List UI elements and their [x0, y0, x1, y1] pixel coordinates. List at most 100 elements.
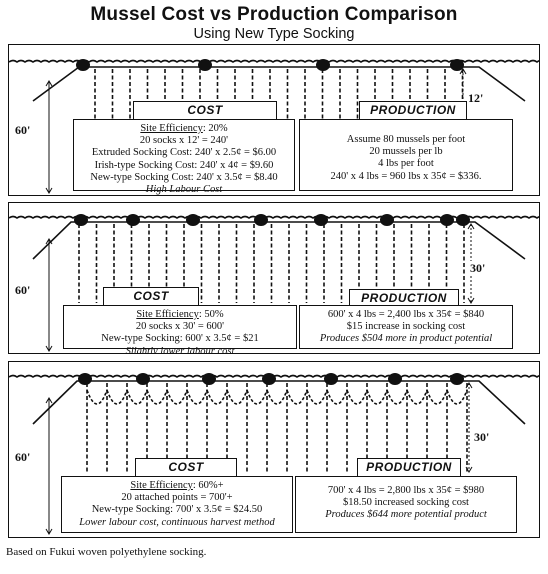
production-line: Assume 80 mussels per foot	[346, 134, 466, 145]
depth-arrow	[45, 345, 53, 352]
cost-line: 20 socks x 30' = 600'	[135, 321, 225, 333]
cost-tag: COST	[135, 458, 237, 477]
buoy	[202, 373, 216, 385]
buoy	[314, 214, 328, 226]
depth-arrow	[45, 80, 53, 87]
buoy	[78, 373, 92, 385]
sock-loop	[186, 389, 208, 405]
water-depth-label: 60'	[15, 123, 31, 137]
sock-loop	[446, 389, 468, 405]
dimension-arrow	[459, 68, 467, 75]
buoy	[450, 373, 464, 385]
sock-loop	[326, 389, 348, 405]
cost-note: Slightly lower labour cost	[125, 345, 235, 354]
diagram-subtitle: Using New Type Socking	[193, 26, 355, 42]
sock-length-label: 30'	[473, 430, 491, 445]
sock-loop	[126, 389, 148, 405]
longline-drawing	[9, 373, 539, 535]
water-surface	[9, 215, 539, 219]
buoy	[74, 214, 88, 226]
buoy	[126, 214, 140, 226]
buoy	[254, 214, 268, 226]
sock-loop	[346, 389, 368, 405]
sock-length-label: 12'	[467, 91, 485, 106]
buoy	[440, 214, 454, 226]
buoy	[450, 59, 464, 71]
depth-arrow	[45, 187, 53, 194]
buoy	[324, 373, 338, 385]
sock-loop	[166, 389, 188, 405]
production-line: $18.50 increased socking cost	[343, 497, 469, 509]
site-efficiency-value: : 60%+	[192, 480, 224, 491]
backbone-line	[32, 380, 526, 425]
buoy	[380, 214, 394, 226]
production-note: Produces $504 more in product potential	[319, 333, 493, 345]
depth-arrow	[45, 397, 53, 404]
longline-drawing	[9, 214, 539, 352]
dimension-arrow	[465, 382, 473, 389]
production-line: $15 increase in socking cost	[346, 321, 466, 333]
panel-short-socks: 60' 12' COST PRODUCTION Site Efficiency:…	[8, 44, 540, 196]
cost-line: Irish-type Socking Cost: 240' x 4¢ = $9.…	[94, 159, 274, 171]
production-line: 20 mussels per lb	[369, 146, 443, 158]
depth-arrow	[45, 238, 53, 245]
cost-note: High Labour Cost	[145, 184, 223, 196]
production-box: Assume 80 mussels per foot 20 mussels pe…	[299, 119, 513, 191]
site-efficiency-value: : 50%	[198, 309, 224, 320]
water-depth-label: 60'	[15, 283, 31, 297]
sock-loop	[206, 389, 228, 405]
panel-looped-socks: 60' 30' COST PRODUCTION Site Efficiency:…	[8, 361, 540, 538]
cost-line: New-type Socking: 600' x 3.5¢ = $21	[101, 333, 259, 345]
sock-loop	[426, 389, 448, 405]
cost-box: Site Efficiency: 50% 20 socks x 30' = 60…	[63, 305, 297, 353]
dimension-arrow	[465, 466, 473, 473]
buoy	[198, 59, 212, 71]
dimension-arrow	[467, 297, 475, 304]
cost-line: 20 attached points = 700'+	[121, 492, 233, 504]
buoy	[262, 373, 276, 385]
production-tag: PRODUCTION	[357, 458, 461, 477]
production-line: 700' x 4 lbs = 2,800 lbs x 35¢ = $980	[327, 485, 485, 496]
production-tag: PRODUCTION	[349, 289, 459, 308]
buoy	[136, 373, 150, 385]
production-box: 700' x 4 lbs = 2,800 lbs x 35¢ = $980 $1…	[295, 476, 517, 533]
water-depth-label: 60'	[15, 450, 31, 464]
sock-loop	[406, 389, 428, 405]
cost-tag: COST	[103, 287, 199, 306]
buoy	[76, 59, 90, 71]
buoy	[316, 59, 330, 71]
sock-length-label: 30'	[469, 261, 487, 276]
cost-line: 20 socks x 12' = 240'	[139, 135, 229, 147]
sock-loop	[246, 389, 268, 405]
production-line: 600' x 4 lbs = 2,400 lbs x 35¢ = $840	[327, 309, 485, 320]
site-efficiency-label: Site Efficiency	[136, 309, 199, 320]
depth-arrow	[45, 528, 53, 535]
sock-loop	[266, 389, 288, 405]
buoy	[456, 214, 470, 226]
panel-long-socks: 60' 30' COST PRODUCTION Site Efficiency:…	[8, 202, 540, 354]
backbone-line	[32, 66, 526, 102]
sock-loop	[86, 389, 108, 405]
cost-box: Site Efficiency: 20% 20 socks x 12' = 24…	[73, 119, 295, 195]
sock-loop	[306, 389, 328, 405]
sock-loop	[386, 389, 408, 405]
site-efficiency-label: Site Efficiency	[130, 480, 193, 491]
dimension-arrow	[467, 223, 475, 230]
production-box: 600' x 4 lbs = 2,400 lbs x 35¢ = $840 $1…	[299, 305, 513, 349]
site-efficiency-value: : 20%	[202, 123, 228, 134]
footnote: Based on Fukui woven polyethylene sockin…	[6, 546, 207, 558]
buoy	[388, 373, 402, 385]
sock-loop	[106, 389, 128, 405]
cost-note: Lower labour cost, continuous harvest me…	[79, 516, 275, 528]
production-line: 4 lbs per foot	[378, 158, 434, 170]
diagram-title: Mussel Cost vs Production Comparison	[90, 4, 458, 25]
sock-loop	[366, 389, 388, 405]
production-tag: PRODUCTION	[359, 101, 467, 120]
production-line: 240' x 4 lbs = 960 lbs x 35¢ = $336.	[330, 170, 482, 182]
sock-loop	[226, 389, 248, 405]
site-efficiency-label: Site Efficiency	[140, 123, 203, 134]
cost-line: Extruded Socking Cost: 240' x 2.5¢ = $6.…	[91, 147, 277, 159]
buoy	[186, 214, 200, 226]
cost-line: New-type Socking Cost: 240' x 3.5¢ = $8.…	[90, 171, 278, 183]
cost-tag: COST	[133, 101, 277, 120]
